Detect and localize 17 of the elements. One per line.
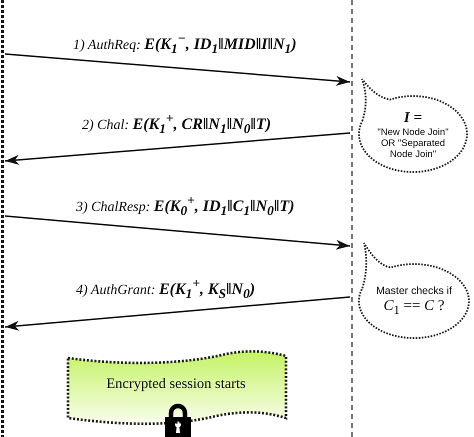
edge-label: 3) ChalResp: E(K$_{0}$$^{+}$, ID$_{1}$‖C$_{1}$‖N$_{0}$‖T) [74,197,296,217]
bubble-text: "New Node Join" OR "Separated Node Join" [376,127,450,160]
lifeline [0,0,5,437]
lifeline [350,0,354,437]
edge-label: 2) Chal: E(K$_{1}$$^{+}$, CR‖N$_{1}$‖N$_{0}$‖T) [80,115,274,135]
banner-text: Encrypted session starts [106,375,246,393]
bubble-text: I = [404,110,422,127]
arrow [4,296,350,331]
speech-bubble [356,240,472,340]
arrow [4,53,350,86]
speech-bubble [356,77,470,174]
bubble-text: Master checks if [376,285,452,298]
bubble-text: C$_{1}$ == C ? [383,298,445,315]
edge-label: 4) AuthGrant: E(K$_{1}$$^{+}$, K$_{S}$‖N$_{0}$) [74,280,258,300]
arrow [4,215,350,250]
arrow [4,132,350,165]
edge-label: 1) AuthReq: E(K$_{1}$$^{−}$, ID$_{1}$‖MID‖I‖N$_{1}$) [71,35,299,55]
